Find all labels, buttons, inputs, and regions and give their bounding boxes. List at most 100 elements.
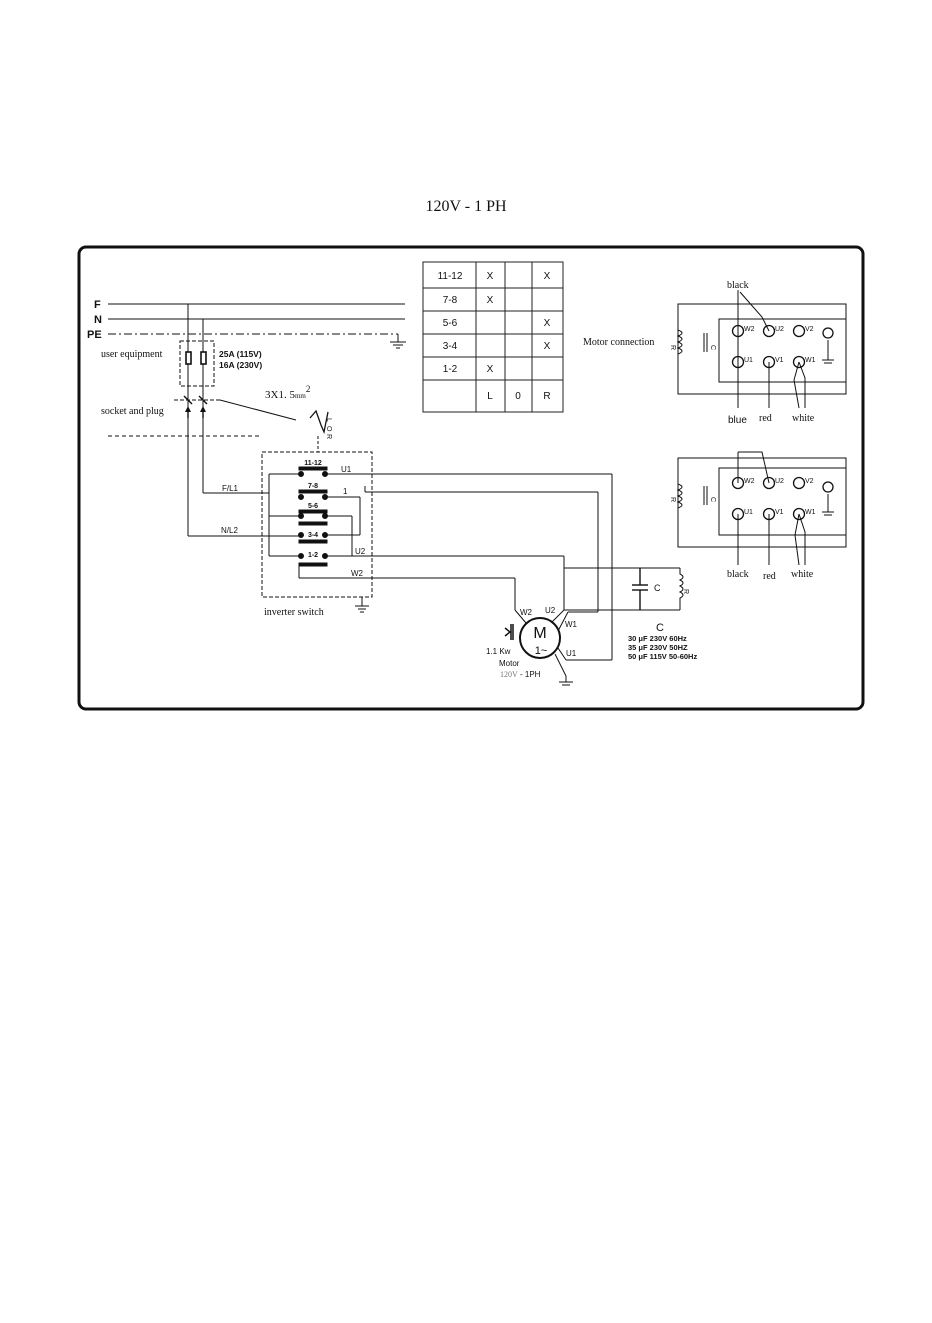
contact-label-1-2: 1-2 — [308, 552, 318, 559]
lower-label-red: red — [763, 571, 776, 582]
coil-label-r-lower: R — [669, 497, 676, 502]
capacitor-spec-30: 30 μF 230V 60Hz — [628, 634, 687, 643]
coil-label-r: R — [669, 345, 676, 350]
switch-internal-wiring — [268, 473, 612, 579]
terminal-u1: U1 — [744, 357, 753, 364]
user-equipment-label: user equipment — [101, 349, 163, 360]
leads-upper — [737, 290, 806, 409]
selector-letter-o: O — [325, 426, 332, 432]
table-row-label: 1-2 — [443, 364, 458, 375]
table-cell-r: X — [544, 271, 551, 282]
table-cell-r: X — [544, 341, 551, 352]
inverter-switch-label: inverter switch — [264, 607, 324, 618]
motor-box-lower — [677, 457, 847, 548]
terminal-v1: V1 — [775, 357, 784, 364]
capacitor-symbol — [632, 568, 648, 610]
upper-label-blue: blue — [728, 415, 747, 426]
motor-brake-icon — [504, 624, 514, 640]
selector-letter-r: R — [325, 434, 332, 439]
terminal-w1: W1 — [805, 357, 816, 364]
terminal-w2: W2 — [744, 326, 755, 333]
terminal-w1-lower: W1 — [805, 509, 816, 516]
earth-symbol-upper — [822, 340, 834, 364]
terminal-block-upper — [718, 318, 847, 383]
plug-arrow-1 — [185, 406, 191, 412]
wire-label-1: 1 — [343, 487, 348, 496]
motor-symbol — [519, 617, 561, 659]
switch-earth — [355, 597, 369, 613]
motor-label: Motor — [499, 659, 520, 668]
motor-m: M — [533, 625, 546, 642]
motor-terminal-labels: W2 U2 W1 U1 — [520, 606, 578, 658]
motor-rating-suffix: - 1PH — [518, 670, 541, 679]
terminal-u1-lower: U1 — [744, 509, 753, 516]
motor-terminal-u1: U1 — [566, 649, 577, 658]
wire-label-u1: U1 — [341, 465, 352, 474]
table-cell-l: X — [487, 364, 494, 375]
line-label-pe: PE — [87, 329, 102, 341]
wire-label-w2: W2 — [351, 569, 364, 578]
line-label-f: F — [94, 299, 101, 311]
terminal-v2: V2 — [805, 326, 814, 333]
motor-feeds — [514, 474, 680, 661]
terminal-labels-upper: W2 U2 V2 U1 V1 W1 — [744, 326, 816, 364]
wire-label-u2: U2 — [355, 547, 366, 556]
table-cell-l: X — [487, 271, 494, 282]
motor-terminal-u2: U2 — [545, 606, 556, 615]
motor-leads — [514, 609, 569, 661]
selector-letter-l: L — [325, 418, 332, 422]
switch-wire-labels: F/L1 N/L2 U1 1 U2 W2 — [221, 465, 366, 578]
cable-spec-unit: mm — [295, 392, 306, 400]
cap-lower — [703, 486, 708, 505]
motor-power: 1.1 Kw — [486, 647, 511, 656]
terminal-block-lower — [718, 467, 847, 536]
contact-label-11-12: 11-12 — [304, 460, 322, 467]
socket-plug-label: socket and plug — [101, 406, 164, 417]
table-row-label: 11-12 — [438, 271, 463, 282]
table-cell-l: X — [487, 295, 494, 306]
motor-rating-prefix: 120V — [500, 670, 518, 679]
cap-upper — [703, 333, 708, 352]
capacitor-spec-title: C — [656, 622, 664, 634]
supply-lines — [108, 303, 406, 349]
table-row-label: 5-6 — [443, 318, 458, 329]
terminal-u2-lower: U2 — [775, 478, 784, 485]
upper-label-white: white — [792, 413, 815, 424]
lower-label-white: white — [791, 569, 814, 580]
table-footer-r: R — [543, 391, 550, 402]
motor-earth — [554, 653, 573, 686]
motor-connection-title: Motor connection — [583, 337, 654, 348]
cable-leader — [219, 399, 297, 421]
line-label-n: N — [94, 314, 102, 326]
coil-upper — [676, 329, 683, 355]
table-row-label: 3-4 — [443, 341, 458, 352]
contact-label-5-6: 5-6 — [308, 503, 318, 510]
upper-label-red: red — [759, 413, 772, 424]
fuse-rating-230: 16A (230V) — [219, 360, 262, 370]
coil-label-c-lower: C — [709, 497, 716, 502]
wire-label-fl1: F/L1 — [222, 484, 239, 493]
terminal-labels-lower: W2 U2 V2 U1 V1 W1 — [744, 478, 816, 516]
fuse-1 — [185, 351, 192, 365]
plug-arrow-2 — [200, 406, 206, 412]
socket-contacts — [183, 395, 208, 418]
coil-lower — [676, 483, 683, 509]
capacitor-spec-50: 50 μF 115V 50-60Hz — [628, 652, 697, 661]
upper-label-black: black — [727, 280, 749, 291]
leads-lower — [737, 451, 806, 566]
table-cell-r: X — [544, 318, 551, 329]
contact-label-7-8: 7-8 — [308, 483, 318, 490]
terminal-u2: U2 — [775, 326, 784, 333]
supply-drops — [187, 304, 269, 537]
contact-label-3-4: 3-4 — [308, 532, 318, 539]
switch-table-cells: 11-12 X X 7-8 X 5-6 X 3-4 X 1-2 X L 0 R — [438, 271, 551, 402]
terminal-v1-lower: V1 — [775, 509, 784, 516]
motor-terminal-w2: W2 — [520, 608, 533, 617]
capacitor-spec-35: 35 μF 230V 50HZ — [628, 643, 688, 652]
terminal-v2-lower: V2 — [805, 478, 814, 485]
capacitor-label: C — [654, 583, 661, 593]
table-footer-o: 0 — [515, 391, 521, 402]
cable-spec-prefix: 3X1. 5 — [265, 389, 295, 401]
cable-spec: 3X1. 5mm2 — [265, 384, 310, 401]
